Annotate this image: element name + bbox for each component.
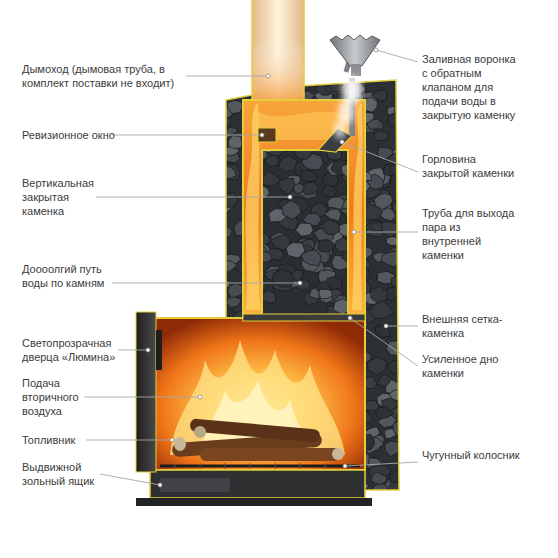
stone (293, 183, 304, 194)
logs (172, 418, 344, 461)
grate (160, 465, 360, 468)
stone (228, 283, 244, 298)
stone (365, 400, 379, 410)
stone (378, 375, 391, 388)
stone (224, 85, 238, 95)
stone (333, 299, 348, 315)
stone (228, 136, 242, 149)
part-label: Чугунный колосник (422, 448, 532, 462)
stone (262, 185, 270, 200)
kamenka-bottom (243, 314, 365, 321)
stone (263, 172, 281, 187)
stone (218, 280, 230, 288)
part-label: Выдвижной зольный ящик (22, 460, 102, 488)
stone (319, 289, 333, 298)
secondary-air (156, 330, 162, 370)
stone (371, 472, 387, 484)
stone (324, 209, 341, 221)
stone (397, 298, 412, 311)
leader-dots (146, 48, 388, 487)
part-label: Усиленное дно каменки (422, 352, 532, 380)
inner-kamenka (262, 150, 348, 318)
stone (223, 261, 237, 272)
ash-drawer-front (160, 478, 230, 492)
stone (391, 276, 407, 288)
check-valve (351, 64, 361, 76)
stone (372, 90, 387, 102)
chimney-edge (303, 0, 305, 102)
inner-kamenka-edge (262, 150, 348, 318)
stone (262, 291, 276, 303)
chimney (252, 0, 304, 102)
stone (367, 119, 382, 130)
stone (218, 193, 238, 209)
part-label: Топливник (22, 433, 122, 447)
stone (390, 470, 406, 482)
stone (294, 150, 312, 160)
stone (386, 341, 407, 356)
grate-bars (175, 463, 350, 469)
stone (226, 297, 242, 308)
stone (328, 197, 345, 210)
stone (282, 200, 301, 219)
stone (300, 170, 317, 182)
part-label: Доооолгий путь воды по камням (22, 262, 117, 290)
stone (272, 269, 295, 287)
door (136, 312, 156, 472)
part-label: Труба для выхода пара из внутренней каме… (422, 206, 522, 262)
stone (318, 240, 334, 253)
stone (262, 251, 272, 262)
ash-drawer (150, 470, 365, 498)
chimney-glow (252, 40, 304, 102)
stone (286, 243, 305, 259)
stone (215, 223, 233, 237)
base-plate (136, 498, 372, 506)
part-label: Дымоход (дымовая труба, в комплект поста… (22, 62, 192, 90)
stone (389, 390, 405, 402)
stone (388, 360, 403, 374)
stone (321, 184, 337, 196)
stone (392, 198, 410, 214)
part-label: Светопрозрачная дверца «Люмина» (22, 336, 122, 364)
stone (341, 164, 348, 178)
stone (279, 156, 298, 173)
stone (330, 79, 344, 92)
stone (335, 238, 348, 252)
revision-window (258, 128, 276, 142)
leader-lines (84, 50, 418, 485)
stone (374, 193, 393, 209)
stone (228, 100, 243, 113)
part-label: Ревизионное окно (22, 128, 132, 142)
stone (375, 407, 394, 418)
stone (279, 178, 295, 194)
part-label: Внешняя сетка-каменка (422, 312, 532, 340)
flue-channel (243, 100, 365, 318)
stone (265, 155, 279, 167)
steam (334, 76, 362, 139)
stone (302, 182, 319, 195)
stone (219, 167, 236, 179)
stone (215, 117, 231, 129)
stone (382, 222, 403, 237)
stone (373, 131, 389, 141)
stone (368, 357, 387, 375)
stone (322, 220, 340, 235)
door-edge (136, 312, 156, 472)
stone (387, 151, 409, 165)
stone (295, 223, 313, 236)
part-label: Вертикальная закрытая каменка (22, 176, 102, 218)
chimney-edge (251, 0, 253, 102)
part-label: Заливная воронка с обратным клапаном для… (422, 52, 522, 122)
inner-stones (262, 150, 348, 318)
stone (369, 300, 394, 318)
stone (370, 286, 387, 303)
firebox (150, 318, 365, 470)
water-funnel (330, 35, 380, 66)
part-label: Подача вторичного воздуха (22, 376, 92, 418)
part-label: Горловина закрытой каменки (422, 152, 522, 180)
